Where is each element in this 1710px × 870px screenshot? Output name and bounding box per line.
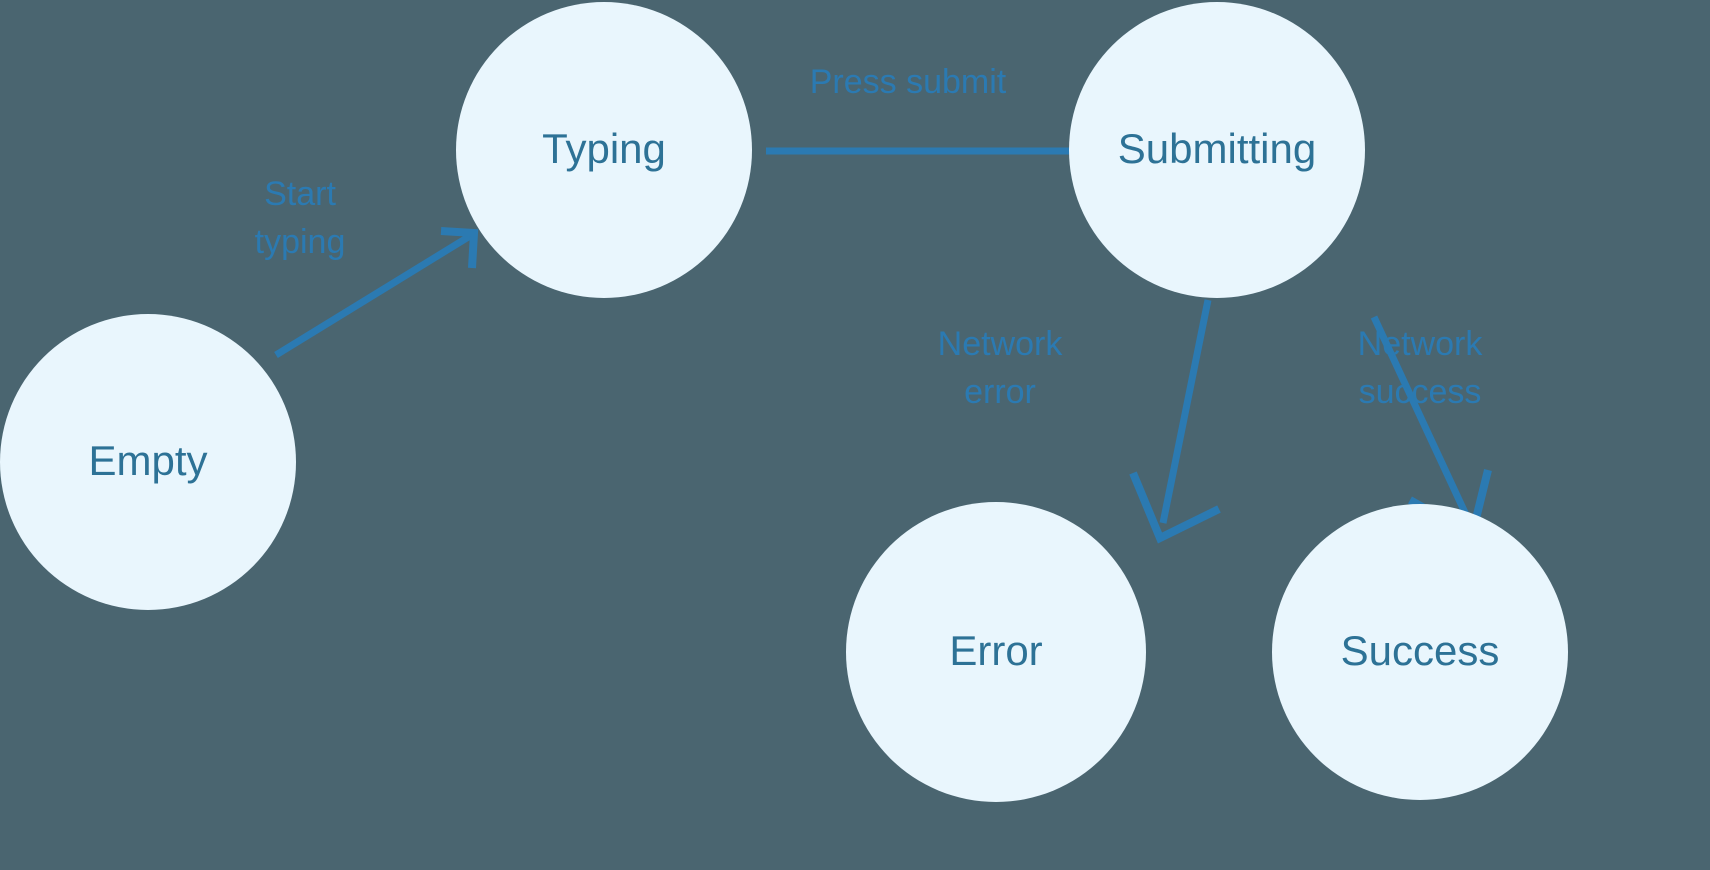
node-typing-circle[interactable]	[456, 2, 752, 298]
node-success-label: Success	[1341, 627, 1500, 674]
node-error-label: Error	[949, 627, 1042, 674]
edge-label-press-submit-line1: Press submit	[810, 63, 1007, 101]
node-submitting-label: Submitting	[1118, 125, 1316, 172]
node-typing[interactable]: Typing	[456, 2, 752, 298]
edge-start-typing-arrowhead	[440, 227, 479, 269]
edge-label-network-success-line1: Network	[1358, 325, 1484, 363]
edge-label-network-success: Network success	[1358, 325, 1484, 411]
edge-label-network-success-line2: success	[1359, 373, 1482, 411]
edge-network-error-arrowhead	[1129, 471, 1221, 544]
edge-network-success-line	[1370, 315, 1472, 521]
edge-network-error	[1129, 299, 1221, 544]
edge-network-error-line	[1159, 299, 1212, 524]
edge-label-start-typing-line2: typing	[255, 223, 346, 261]
node-submitting-circle[interactable]	[1069, 2, 1365, 298]
node-typing-label: Typing	[542, 125, 666, 172]
node-error[interactable]: Error	[846, 502, 1146, 802]
edge-label-network-error-line1: Network	[938, 325, 1064, 363]
node-empty[interactable]: Empty	[0, 314, 296, 610]
edge-label-start-typing-line1: Start	[264, 175, 336, 213]
edge-start-typing-line	[274, 233, 472, 358]
edge-label-start-typing: Start typing	[255, 175, 346, 261]
node-empty-circle[interactable]	[0, 314, 296, 610]
node-submitting[interactable]: Submitting	[1069, 2, 1365, 298]
node-empty-label: Empty	[88, 437, 207, 484]
node-success-circle[interactable]	[1272, 504, 1568, 800]
edge-label-network-error: Network error	[938, 325, 1064, 411]
edge-label-press-submit: Press submit	[810, 63, 1007, 101]
edge-label-network-error-line2: error	[964, 373, 1036, 411]
node-success[interactable]: Success	[1272, 504, 1568, 800]
edge-start-typing	[274, 227, 479, 358]
node-error-circle[interactable]	[846, 502, 1146, 802]
